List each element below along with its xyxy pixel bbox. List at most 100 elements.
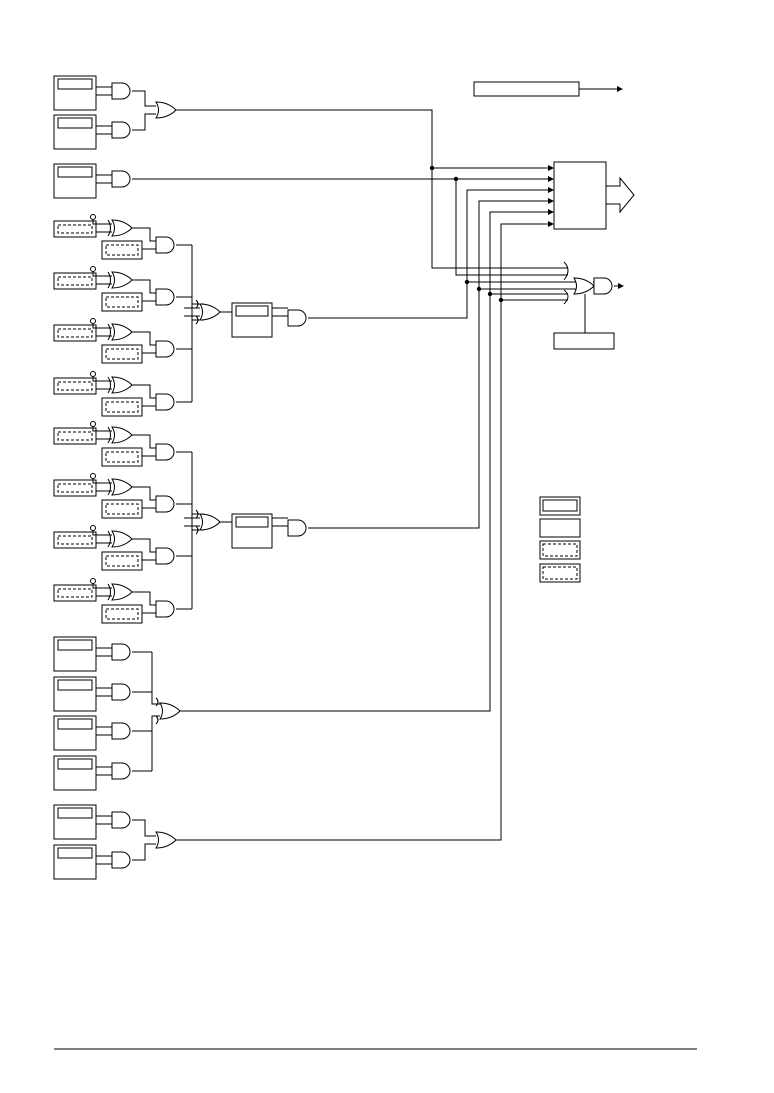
register-dashed-field [105, 348, 139, 360]
input-bracket [563, 289, 569, 305]
wire [132, 227, 156, 242]
inverter-bubble [90, 371, 96, 377]
register-dashed-field [57, 588, 93, 598]
output-bus-arrow [605, 176, 635, 214]
inverter-bubble [90, 214, 96, 220]
logic-gates [90, 82, 613, 869]
register-dashed [53, 220, 97, 238]
register-dashed [53, 324, 97, 342]
register-field [235, 516, 269, 528]
input-bracket [155, 697, 159, 707]
arrow-head [548, 198, 554, 204]
register-field [235, 305, 269, 317]
legend-plain [539, 518, 581, 538]
wire [132, 384, 156, 399]
register-dashed [101, 499, 143, 519]
wire [132, 90, 156, 107]
wire-or1 [176, 109, 568, 269]
wire [151, 715, 160, 731]
misc-blocks [54, 81, 697, 1050]
and-gate [155, 340, 175, 358]
wire [92, 272, 112, 277]
register-dashed-field [57, 276, 93, 286]
arrow-head [548, 209, 554, 215]
inverter-bubble [90, 421, 96, 427]
legend-solid-inner [542, 499, 578, 512]
xor-gate-back-curve [107, 530, 111, 548]
or-gate-final [573, 277, 595, 295]
register-dashed [53, 272, 97, 290]
and-gate-final [593, 277, 613, 295]
inverter-bubble [90, 266, 96, 272]
register-dashed-field [57, 535, 93, 545]
xor-gate-back-curve [107, 426, 111, 444]
and-gate [287, 309, 307, 327]
input-bracket [563, 261, 569, 281]
register-dashed [53, 531, 97, 549]
xor-gate-back-curve [107, 583, 111, 601]
wire [132, 331, 156, 346]
inverter-bubble [90, 578, 96, 584]
register-dashed [101, 604, 143, 624]
xor-gate [111, 426, 133, 444]
arrow-head [548, 221, 554, 227]
register-dashed-field [105, 401, 139, 413]
and-gate [111, 121, 131, 139]
wire [132, 843, 156, 861]
inverter-bubble [90, 525, 96, 531]
register-dashed-field [105, 555, 139, 567]
arrow-head [548, 176, 554, 182]
and-gate [111, 643, 131, 661]
wire [92, 324, 112, 329]
and-gate [111, 722, 131, 740]
register-dashed-field [105, 451, 139, 463]
register-dashed-field [105, 503, 139, 515]
wire [92, 427, 112, 432]
legend-dashed-field [539, 540, 581, 560]
wire [132, 113, 156, 131]
register-field [57, 807, 93, 819]
and-gate [155, 547, 175, 565]
register-dashed-field [57, 431, 93, 441]
xor-gate [111, 219, 133, 237]
register-field [57, 78, 93, 90]
wire [92, 479, 112, 484]
register-dashed [101, 292, 143, 312]
xor-gate-back-curve [107, 478, 111, 496]
register-dashed [53, 377, 97, 395]
wire [92, 377, 112, 382]
arrow-head [617, 86, 623, 92]
or-gate [155, 101, 177, 119]
register-dashed-field [105, 296, 139, 308]
and-gate [111, 82, 131, 100]
status-register [473, 81, 580, 97]
register-field [57, 847, 93, 859]
register-dashed-field [57, 224, 93, 234]
wire [92, 220, 112, 225]
xor-gate [111, 323, 133, 341]
register-dashed [101, 344, 143, 364]
register-dashed-field [57, 328, 93, 338]
arrow-head [548, 165, 554, 171]
and-gate [155, 600, 175, 618]
signal-wires [92, 86, 624, 865]
register-field [57, 166, 93, 178]
register-field [57, 718, 93, 730]
xor-gate [111, 530, 133, 548]
xor-gate [111, 271, 133, 289]
register-dashed [53, 479, 97, 497]
wire [151, 692, 160, 705]
wire [132, 819, 156, 837]
wire [132, 591, 156, 606]
and-gate [111, 851, 131, 869]
and-gate [111, 683, 131, 701]
xor-gate-back-curve [107, 323, 111, 341]
and-gate [155, 236, 175, 254]
register-dashed [101, 551, 143, 571]
or-gate [155, 831, 177, 849]
and-gate [111, 811, 131, 829]
xor-gate [111, 478, 133, 496]
register-field [57, 758, 93, 770]
or-gate [159, 702, 181, 720]
register-dashed [53, 427, 97, 445]
